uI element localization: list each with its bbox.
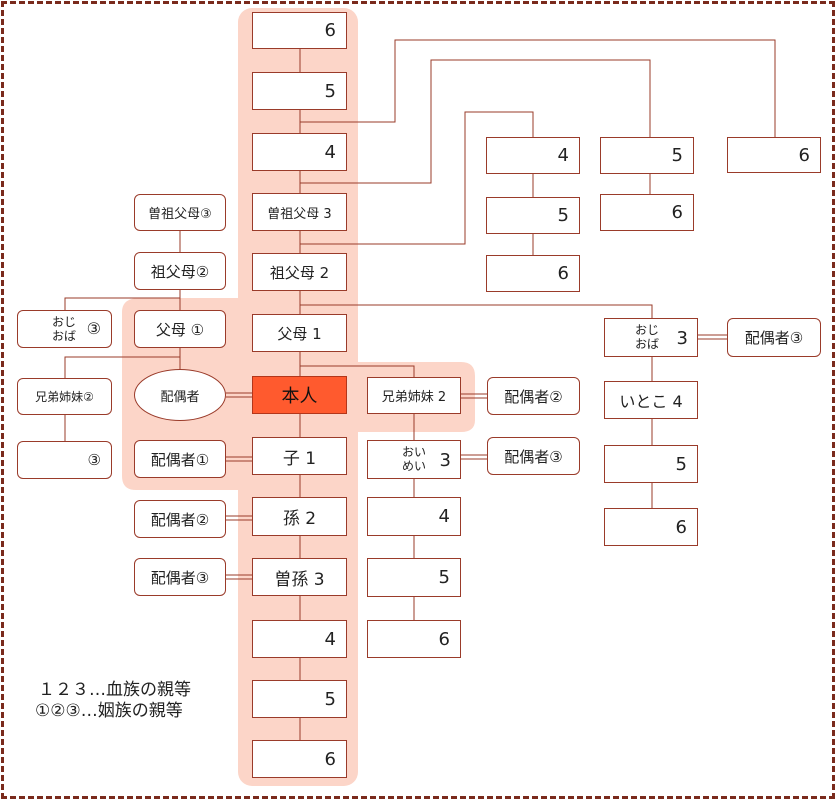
parent-box: 父母 1 (252, 314, 347, 352)
spouse-sibling-child-box: ③ (17, 441, 112, 479)
grandnephew-6-box: 6 (367, 620, 461, 658)
child-box: 子 1 (252, 437, 347, 475)
child-spouse-box: 配偶者① (134, 440, 226, 478)
spouse-ellipse: 配偶者 (134, 369, 226, 421)
grandchild-spouse-box: 配偶者② (134, 500, 226, 538)
sibling-box: 兄弟姉妹 2 (367, 377, 461, 414)
collateral-6-6-box: 6 (727, 137, 821, 173)
sibling-spouse-box: 配偶者② (487, 377, 580, 415)
descendant-6-box: 6 (252, 740, 347, 778)
spouse-parent-box: 父母 ① (134, 310, 226, 348)
spouse-sibling-box: 兄弟姉妹② (17, 378, 112, 415)
collateral-4-6-box: 6 (486, 255, 580, 292)
nephew-niece-box: おい めい 3 (367, 440, 461, 479)
descendant-4-box: 4 (252, 620, 347, 658)
cousin-6-box: 6 (604, 508, 698, 546)
uncle-spouse-box: 配偶者③ (727, 318, 821, 357)
collateral-5-5-box: 5 (600, 137, 694, 174)
great-grandchild-box: 曽孫 3 (252, 558, 347, 596)
self-box: 本人 (252, 376, 347, 414)
great-grandchild-spouse-box: 配偶者③ (134, 558, 226, 596)
cousin-5-box: 5 (604, 445, 698, 483)
grandparent-box: 祖父母 2 (252, 253, 347, 291)
collateral-4-5-box: 5 (486, 197, 580, 234)
ancestor-4-box: 4 (252, 133, 347, 171)
uncle-aunt-box: おじ おば 3 (604, 318, 698, 357)
spouse-uncle-aunt-label: おじ おば (52, 315, 77, 343)
nephew-spouse-box: 配偶者③ (487, 437, 580, 475)
nephew-niece-label: おい めい (402, 445, 427, 473)
uncle-aunt-label: おじ おば (635, 323, 660, 351)
grandnephew-5-box: 5 (367, 558, 461, 597)
spouse-grandparent-box: 祖父母② (134, 252, 226, 290)
uncle-aunt-degree: 3 (676, 328, 688, 349)
cousin-box: いとこ 4 (604, 381, 698, 419)
descendant-5-box: 5 (252, 680, 347, 718)
spouse-great-grandparent-box: 曽祖父母③ (134, 194, 226, 231)
collateral-4-4-box: 4 (486, 137, 580, 174)
grandchild-box: 孫 2 (252, 497, 347, 536)
grandnephew-4-box: 4 (367, 497, 461, 536)
great-grandparent-box: 曽祖父母 3 (252, 193, 347, 231)
spouse-uncle-aunt-degree: ③ (86, 319, 101, 338)
legend-affinity: ①②③…姻族の親等 (35, 701, 183, 721)
ancestor-6-box: 6 (252, 12, 347, 49)
ancestor-5-box: 5 (252, 72, 347, 110)
legend-blood: １２３…血族の親等 (38, 680, 191, 700)
nephew-niece-degree: 3 (439, 450, 451, 471)
collateral-5-6-box: 6 (600, 194, 694, 231)
spouse-uncle-aunt-box: おじ おば ③ (17, 310, 112, 348)
